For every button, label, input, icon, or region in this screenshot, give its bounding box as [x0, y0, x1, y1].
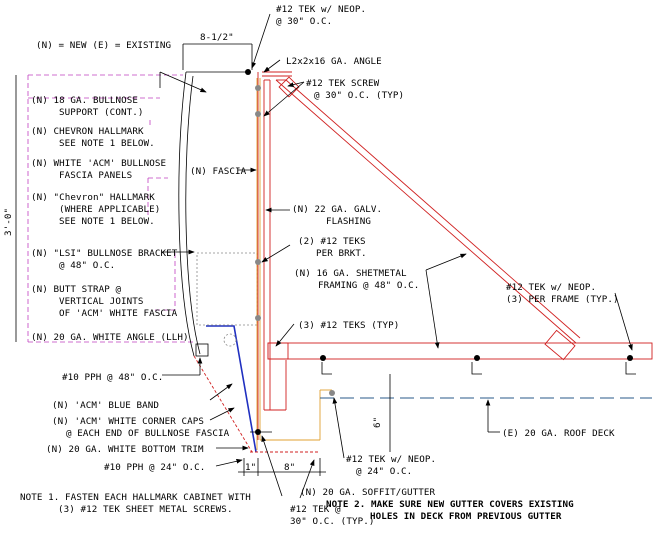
screws: [245, 69, 633, 435]
label-butt-line2: VERTICAL JOINTS: [59, 296, 143, 307]
label-teks-brkt-line1: (2) #12 TEKS: [298, 236, 366, 247]
dim-6-label: 6": [372, 417, 383, 428]
label-tek-neop-top-line1: #12 TEK w/ NEOP.: [276, 4, 366, 15]
label-lsi-line2: @ 48" O.C.: [59, 260, 115, 271]
label-chevron-q-line2: (WHERE APPLICABLE): [59, 204, 160, 215]
label-teks-brkt-line2: PER BRKT.: [316, 248, 367, 259]
dim-3ft-label: 3'-0": [3, 208, 14, 236]
label-butt-line1: (N) BUTT STRAP @: [31, 284, 121, 295]
label-roof-deck: (E) 20 GA. ROOF DECK: [502, 428, 615, 439]
label-white-angle: (N) 20 GA. WHITE ANGLE (LLH): [31, 332, 189, 343]
dimension-bottom: 1" 8": [238, 458, 326, 476]
note-2-line1: NOTE 2. MAKE SURE NEW GUTTER COVERS EXIS…: [326, 499, 574, 510]
dimension-6: 6": [372, 374, 391, 452]
lsi-bracket: [196, 252, 258, 347]
dimension-8-half: 8-1/2": [182, 32, 253, 70]
framing: [250, 71, 653, 453]
label-bullnose-support-line2: SUPPORT (CONT.): [59, 107, 143, 118]
dimension-3ft: 3'-0": [3, 75, 17, 342]
label-flashing-line2: FLASHING: [326, 216, 371, 227]
label-tek-30-line2: 30" O.C. (TYP.): [290, 516, 374, 527]
label-tek-screw-line1: #12 TEK SCREW: [306, 78, 380, 89]
label-tek-neop-24-line1: #12 TEK w/ NEOP.: [346, 454, 436, 465]
label-tek-frame-line1: #12 TEK w/ NEOP.: [506, 282, 596, 293]
legend: (N) = NEW (E) = EXISTING: [36, 40, 171, 51]
label-fascia: (N) FASCIA: [190, 166, 247, 177]
label-lsi-line1: (N) "LSI" BULLNOSE BRACKET: [31, 248, 178, 259]
label-bottom-trim: (N) 20 GA. WHITE BOTTOM TRIM: [46, 444, 204, 455]
dim-8-half-label: 8-1/2": [200, 32, 234, 43]
note-1-line1: NOTE 1. FASTEN EACH HALLMARK CABINET WIT…: [20, 492, 251, 503]
label-butt-line3: OF 'ACM' WHITE FASCIA: [59, 308, 178, 319]
label-flashing-line1: (N) 22 GA. GALV.: [292, 204, 382, 215]
leaders: [159, 13, 633, 499]
label-chevron-q-line3: SEE NOTE 1 BELOW.: [59, 216, 155, 227]
label-tek-screw-line2: @ 30" O.C. (TYP): [314, 90, 404, 101]
label-chevron-q-line1: (N) "Chevron" HALLMARK: [31, 192, 155, 203]
label-tek-neop-top-line2: @ 30" O.C.: [276, 16, 332, 27]
label-chevron-line2: SEE NOTE 1 BELOW.: [59, 138, 155, 149]
dim-8-label: 8": [284, 462, 295, 473]
label-angle: L2x2x16 GA. ANGLE: [286, 56, 382, 67]
label-bullnose-support-line1: (N) 18 GA. BULLNOSE: [31, 95, 138, 106]
label-white-acm-line2: FASCIA PANELS: [59, 170, 132, 181]
note-2-line2: HOLES IN DECK FROM PREVIOUS GUTTER: [370, 511, 562, 522]
label-white-acm-line1: (N) WHITE 'ACM' BULLNOSE: [31, 158, 166, 169]
bullnose-fascia: [178, 71, 257, 453]
label-teks-typ: (3) #12 TEKS (TYP): [298, 320, 399, 331]
label-framing-line1: (N) 16 GA. SHETMETAL: [294, 268, 407, 279]
roof-deck: [320, 362, 652, 399]
label-blue-band: (N) 'ACM' BLUE BAND: [52, 400, 159, 411]
label-tek-30-line1: #12 TEK @: [290, 504, 341, 515]
label-tek-frame-line2: (3) PER FRAME (TYP.): [506, 294, 619, 305]
label-pph24: #10 PPH @ 24" O.C.: [104, 462, 205, 473]
label-chevron-line1: (N) CHEVRON HALLMARK: [31, 126, 144, 137]
label-corner-caps-line1: (N) 'ACM' WHITE CORNER CAPS: [52, 416, 204, 427]
label-framing-line2: FRAMING @ 48" O.C.: [318, 280, 419, 291]
label-tek-neop-24-line2: @ 24" O.C.: [356, 466, 412, 477]
label-pph48: #10 PPH @ 48" O.C.: [62, 372, 163, 383]
label-soffit: (N) 20 GA. SOFFIT/GUTTER: [300, 487, 436, 498]
note-1-line2: (3) #12 TEK SHEET METAL SCREWS.: [58, 504, 233, 515]
label-corner-caps-line2: @ EACH END OF BULLNOSE FASCIA: [66, 428, 230, 439]
dim-1-label: 1": [245, 462, 256, 473]
dimension-guides: [27, 74, 193, 343]
